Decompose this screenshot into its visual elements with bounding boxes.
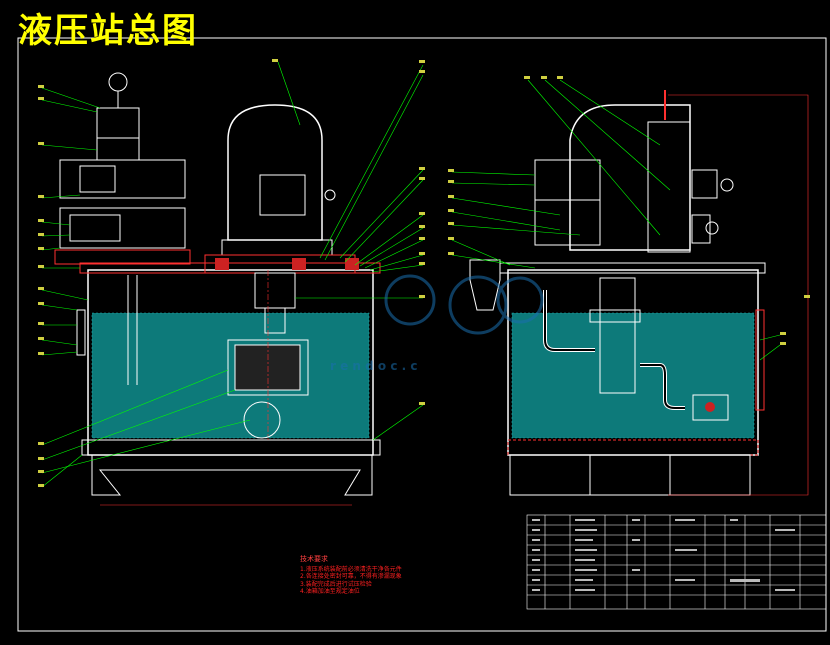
inlet-strainer bbox=[589, 309, 641, 323]
valve-base-left bbox=[54, 249, 191, 265]
solenoid-coil-2 bbox=[69, 214, 121, 242]
title-block-text-marks bbox=[532, 519, 795, 591]
tank-base-left bbox=[81, 439, 381, 456]
pump-shaft bbox=[264, 307, 286, 334]
leader-lines-left bbox=[41, 61, 424, 488]
valve-block-mid bbox=[96, 137, 140, 161]
level-gauge-right bbox=[755, 309, 765, 411]
return-pipe-inner bbox=[544, 290, 595, 351]
solenoid-valve-2 bbox=[59, 207, 186, 249]
return-filter bbox=[469, 259, 501, 311]
front-view bbox=[54, 72, 381, 506]
handwheel-1 bbox=[720, 178, 734, 192]
oil-left bbox=[91, 312, 370, 439]
valve-block-right-1 bbox=[534, 159, 601, 201]
tank-base-right bbox=[507, 439, 759, 456]
solenoid-coil-1 bbox=[79, 165, 116, 193]
notes-heading: 技术要求 bbox=[300, 555, 328, 563]
handwheel-2 bbox=[705, 221, 719, 235]
valve-block-right-2 bbox=[534, 199, 601, 246]
bolt-3 bbox=[292, 258, 306, 270]
check-valve-right bbox=[691, 214, 711, 244]
suction-filter bbox=[243, 401, 281, 439]
side-view bbox=[469, 90, 809, 496]
motor-terminal-box bbox=[259, 174, 306, 216]
watermark-url: r e n d o c . c bbox=[330, 359, 417, 373]
leader-lines-right bbox=[451, 79, 781, 361]
check-valve-right-2 bbox=[691, 169, 718, 199]
drawing-title: 液压站总图 bbox=[18, 11, 198, 51]
cover-plate-right bbox=[499, 262, 766, 274]
note-item: 2.各连接处密封可靠，不得有渗漏现象 bbox=[300, 573, 402, 580]
motor-right bbox=[569, 104, 691, 251]
oil-right bbox=[511, 312, 755, 439]
heater-element bbox=[705, 402, 715, 412]
drawing-frame bbox=[17, 37, 827, 632]
motor-lifting-eye bbox=[324, 189, 336, 201]
pressure-gauge-left bbox=[108, 72, 128, 92]
heater-box bbox=[692, 394, 729, 421]
sight-glass-left bbox=[76, 309, 86, 356]
title-block bbox=[526, 514, 827, 610]
pump-body bbox=[234, 344, 301, 391]
valve-block-top bbox=[96, 107, 140, 139]
valve-stack-right bbox=[647, 121, 691, 253]
part-number-tags bbox=[38, 59, 810, 487]
drain-pipe-inner bbox=[640, 364, 685, 409]
tank-stand-right bbox=[509, 454, 751, 496]
suction-column bbox=[599, 277, 636, 394]
bolt-2 bbox=[345, 258, 359, 270]
coupling-housing bbox=[254, 272, 296, 309]
watermark: r e n d o c . c bbox=[330, 274, 544, 373]
note-item: 4.油箱加油至规定油位 bbox=[300, 588, 360, 595]
note-item: 3.装配完成后进行试压检验 bbox=[300, 580, 372, 588]
bolt-1 bbox=[215, 258, 229, 270]
technical-notes: 技术要求 1.液压系统装配前必须清洗干净各元件 2.各连接处密封可靠，不得有渗漏… bbox=[300, 555, 402, 596]
motor-left bbox=[227, 104, 323, 241]
solenoid-valve-1 bbox=[59, 159, 186, 199]
tank-feet-left bbox=[91, 455, 373, 496]
motor-flange bbox=[221, 239, 333, 256]
note-item: 1.液压系统装配前必须清洗干净各元件 bbox=[300, 565, 402, 573]
